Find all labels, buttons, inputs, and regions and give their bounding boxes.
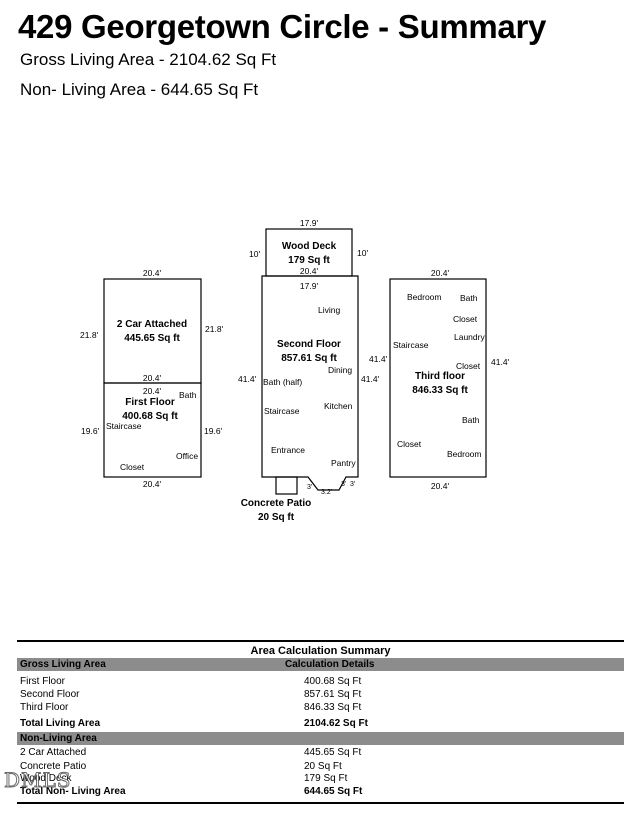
room-label: Closet bbox=[120, 462, 145, 472]
second-floor-area: 857.61 Sq ft bbox=[281, 353, 337, 364]
row-label: Total Living Area bbox=[20, 718, 101, 729]
room-label: Bedroom bbox=[447, 449, 482, 459]
first-floor-dim-right: 19.6' bbox=[204, 426, 223, 436]
room-label: Bedroom bbox=[407, 292, 442, 302]
row-label: Second Floor bbox=[20, 689, 80, 700]
room-label: Closet bbox=[397, 439, 422, 449]
room-label: Office bbox=[176, 451, 198, 461]
garage-outline bbox=[103, 278, 202, 384]
notch-dim: 3' bbox=[350, 481, 355, 488]
room-label: Staircase bbox=[106, 421, 142, 431]
first-floor-name: First Floor bbox=[125, 397, 175, 408]
row-value: 179 Sq Ft bbox=[304, 773, 348, 784]
row-label: 2 Car Attached bbox=[20, 747, 87, 758]
gross-living-header-bar: Gross Living Area Calculation Details bbox=[17, 658, 624, 671]
third-floor-dim-top: 20.4' bbox=[431, 268, 450, 278]
room-label: Staircase bbox=[264, 406, 300, 416]
non-living-subtitle: Non- Living Area - 644.65 Sq Ft bbox=[20, 80, 259, 99]
row-value: 2104.62 Sq Ft bbox=[304, 718, 368, 729]
room-label: Bath bbox=[462, 415, 480, 425]
second-floor-name: Second Floor bbox=[277, 339, 341, 350]
row-value: 400.68 Sq Ft bbox=[304, 676, 362, 687]
first-floor-dim-left: 19.6' bbox=[81, 426, 100, 436]
row-label: Wood Deck bbox=[20, 773, 72, 784]
third-floor-name: Third floor bbox=[415, 371, 465, 382]
third-floor-area: 846.33 Sq ft bbox=[412, 385, 468, 396]
garage-dim-left: 21.8' bbox=[80, 330, 99, 340]
room-label: Laundry bbox=[454, 332, 485, 342]
row-label: Total Non- Living Area bbox=[20, 786, 126, 797]
patio-area: 20 Sq ft bbox=[258, 512, 295, 523]
room-label: Kitchen bbox=[324, 401, 353, 411]
notch-dim: 3.2' bbox=[321, 489, 332, 496]
page-title: 429 Georgetown Circle - Summary bbox=[18, 8, 547, 45]
table-row: Third Floor 846.33 Sq Ft bbox=[17, 701, 624, 714]
table-row: 2 Car Attached 445.65 Sq Ft bbox=[17, 746, 624, 759]
row-value: 445.65 Sq Ft bbox=[304, 747, 362, 758]
patio-name: Concrete Patio bbox=[241, 498, 312, 509]
room-label: Bath bbox=[179, 390, 197, 400]
row-label: First Floor bbox=[20, 676, 65, 687]
room-label: Entrance bbox=[271, 445, 305, 455]
first-floor-area: 400.68 Sq ft bbox=[122, 411, 178, 422]
wood-deck-dim-left: 10' bbox=[249, 249, 260, 259]
room-label: Living bbox=[318, 305, 340, 315]
garage-name: 2 Car Attached bbox=[117, 319, 187, 330]
third-floor-outline bbox=[389, 278, 487, 478]
wood-deck-name: Wood Deck bbox=[282, 241, 337, 252]
non-living-header: Non-Living Area bbox=[20, 733, 97, 744]
room-label: Bath (half) bbox=[263, 377, 302, 387]
area-summary-table: Area Calculation Summary Gross Living Ar… bbox=[17, 640, 624, 804]
floor-plan: 20.4' 21.8' 21.8' 2 Car Attached 445.65 … bbox=[80, 218, 510, 523]
room-label: Staircase bbox=[393, 340, 429, 350]
patio-outline bbox=[275, 476, 298, 495]
wood-deck-dim-bottom: 20.4' bbox=[300, 266, 319, 276]
gross-living-header: Gross Living Area bbox=[20, 659, 106, 670]
first-floor-outline bbox=[103, 382, 202, 478]
wood-deck-dim-top: 17.9' bbox=[300, 218, 319, 228]
total-non-living-row: Total Non- Living Area 644.65 Sq Ft bbox=[17, 785, 624, 798]
third-floor-dim-right: 41.4' bbox=[491, 357, 510, 367]
wood-deck-dim-right: 10' bbox=[357, 248, 368, 258]
row-label: Concrete Patio bbox=[20, 761, 87, 772]
second-floor-dim-left: 41.4' bbox=[238, 374, 257, 384]
second-floor-dim-top: 17.9' bbox=[300, 281, 319, 291]
notch-dim: 3' bbox=[341, 481, 346, 488]
third-floor-dim-bottom: 20.4' bbox=[431, 481, 450, 491]
gross-living-subtitle: Gross Living Area - 2104.62 Sq Ft bbox=[20, 50, 277, 69]
dmls-logo: DMLS bbox=[4, 768, 72, 793]
total-living-row: Total Living Area 2104.62 Sq Ft bbox=[17, 717, 624, 730]
table-row: Concrete Patio 20 Sq Ft bbox=[17, 760, 624, 773]
summary-title: Area Calculation Summary bbox=[250, 645, 391, 657]
garage-area: 445.65 Sq ft bbox=[124, 333, 180, 344]
garage-dim-right: 21.8' bbox=[205, 324, 224, 334]
room-label: Closet bbox=[453, 314, 478, 324]
row-value: 857.61 Sq Ft bbox=[304, 689, 362, 700]
room-label: Bath bbox=[460, 293, 478, 303]
first-floor-dim-inner: 20.4' bbox=[143, 386, 162, 396]
table-row: First Floor 400.68 Sq Ft bbox=[17, 675, 624, 688]
garage-dim-top: 20.4' bbox=[143, 268, 162, 278]
non-living-header-bar: Non-Living Area bbox=[17, 732, 624, 745]
room-label: Closet bbox=[456, 361, 481, 371]
second-floor-dim-right: 41.4' bbox=[361, 374, 380, 384]
room-label: Dining bbox=[328, 365, 352, 375]
calculation-details-header: Calculation Details bbox=[285, 659, 375, 670]
row-value: 644.65 Sq Ft bbox=[304, 786, 363, 797]
first-floor-dim-bottom: 20.4' bbox=[143, 479, 162, 489]
row-value: 846.33 Sq Ft bbox=[304, 702, 362, 713]
third-floor-dim-left: 41.4' bbox=[369, 354, 388, 364]
room-label: Pantry bbox=[331, 458, 356, 468]
row-value: 20 Sq Ft bbox=[304, 761, 342, 772]
notch-dim: 3' bbox=[307, 484, 312, 491]
wood-deck-area: 179 Sq ft bbox=[288, 255, 330, 266]
table-row: Second Floor 857.61 Sq Ft bbox=[17, 688, 624, 701]
first-floor-dim-top: 20.4' bbox=[143, 373, 162, 383]
row-label: Third Floor bbox=[20, 702, 69, 713]
table-row: Wood Deck 179 Sq Ft bbox=[17, 772, 624, 785]
